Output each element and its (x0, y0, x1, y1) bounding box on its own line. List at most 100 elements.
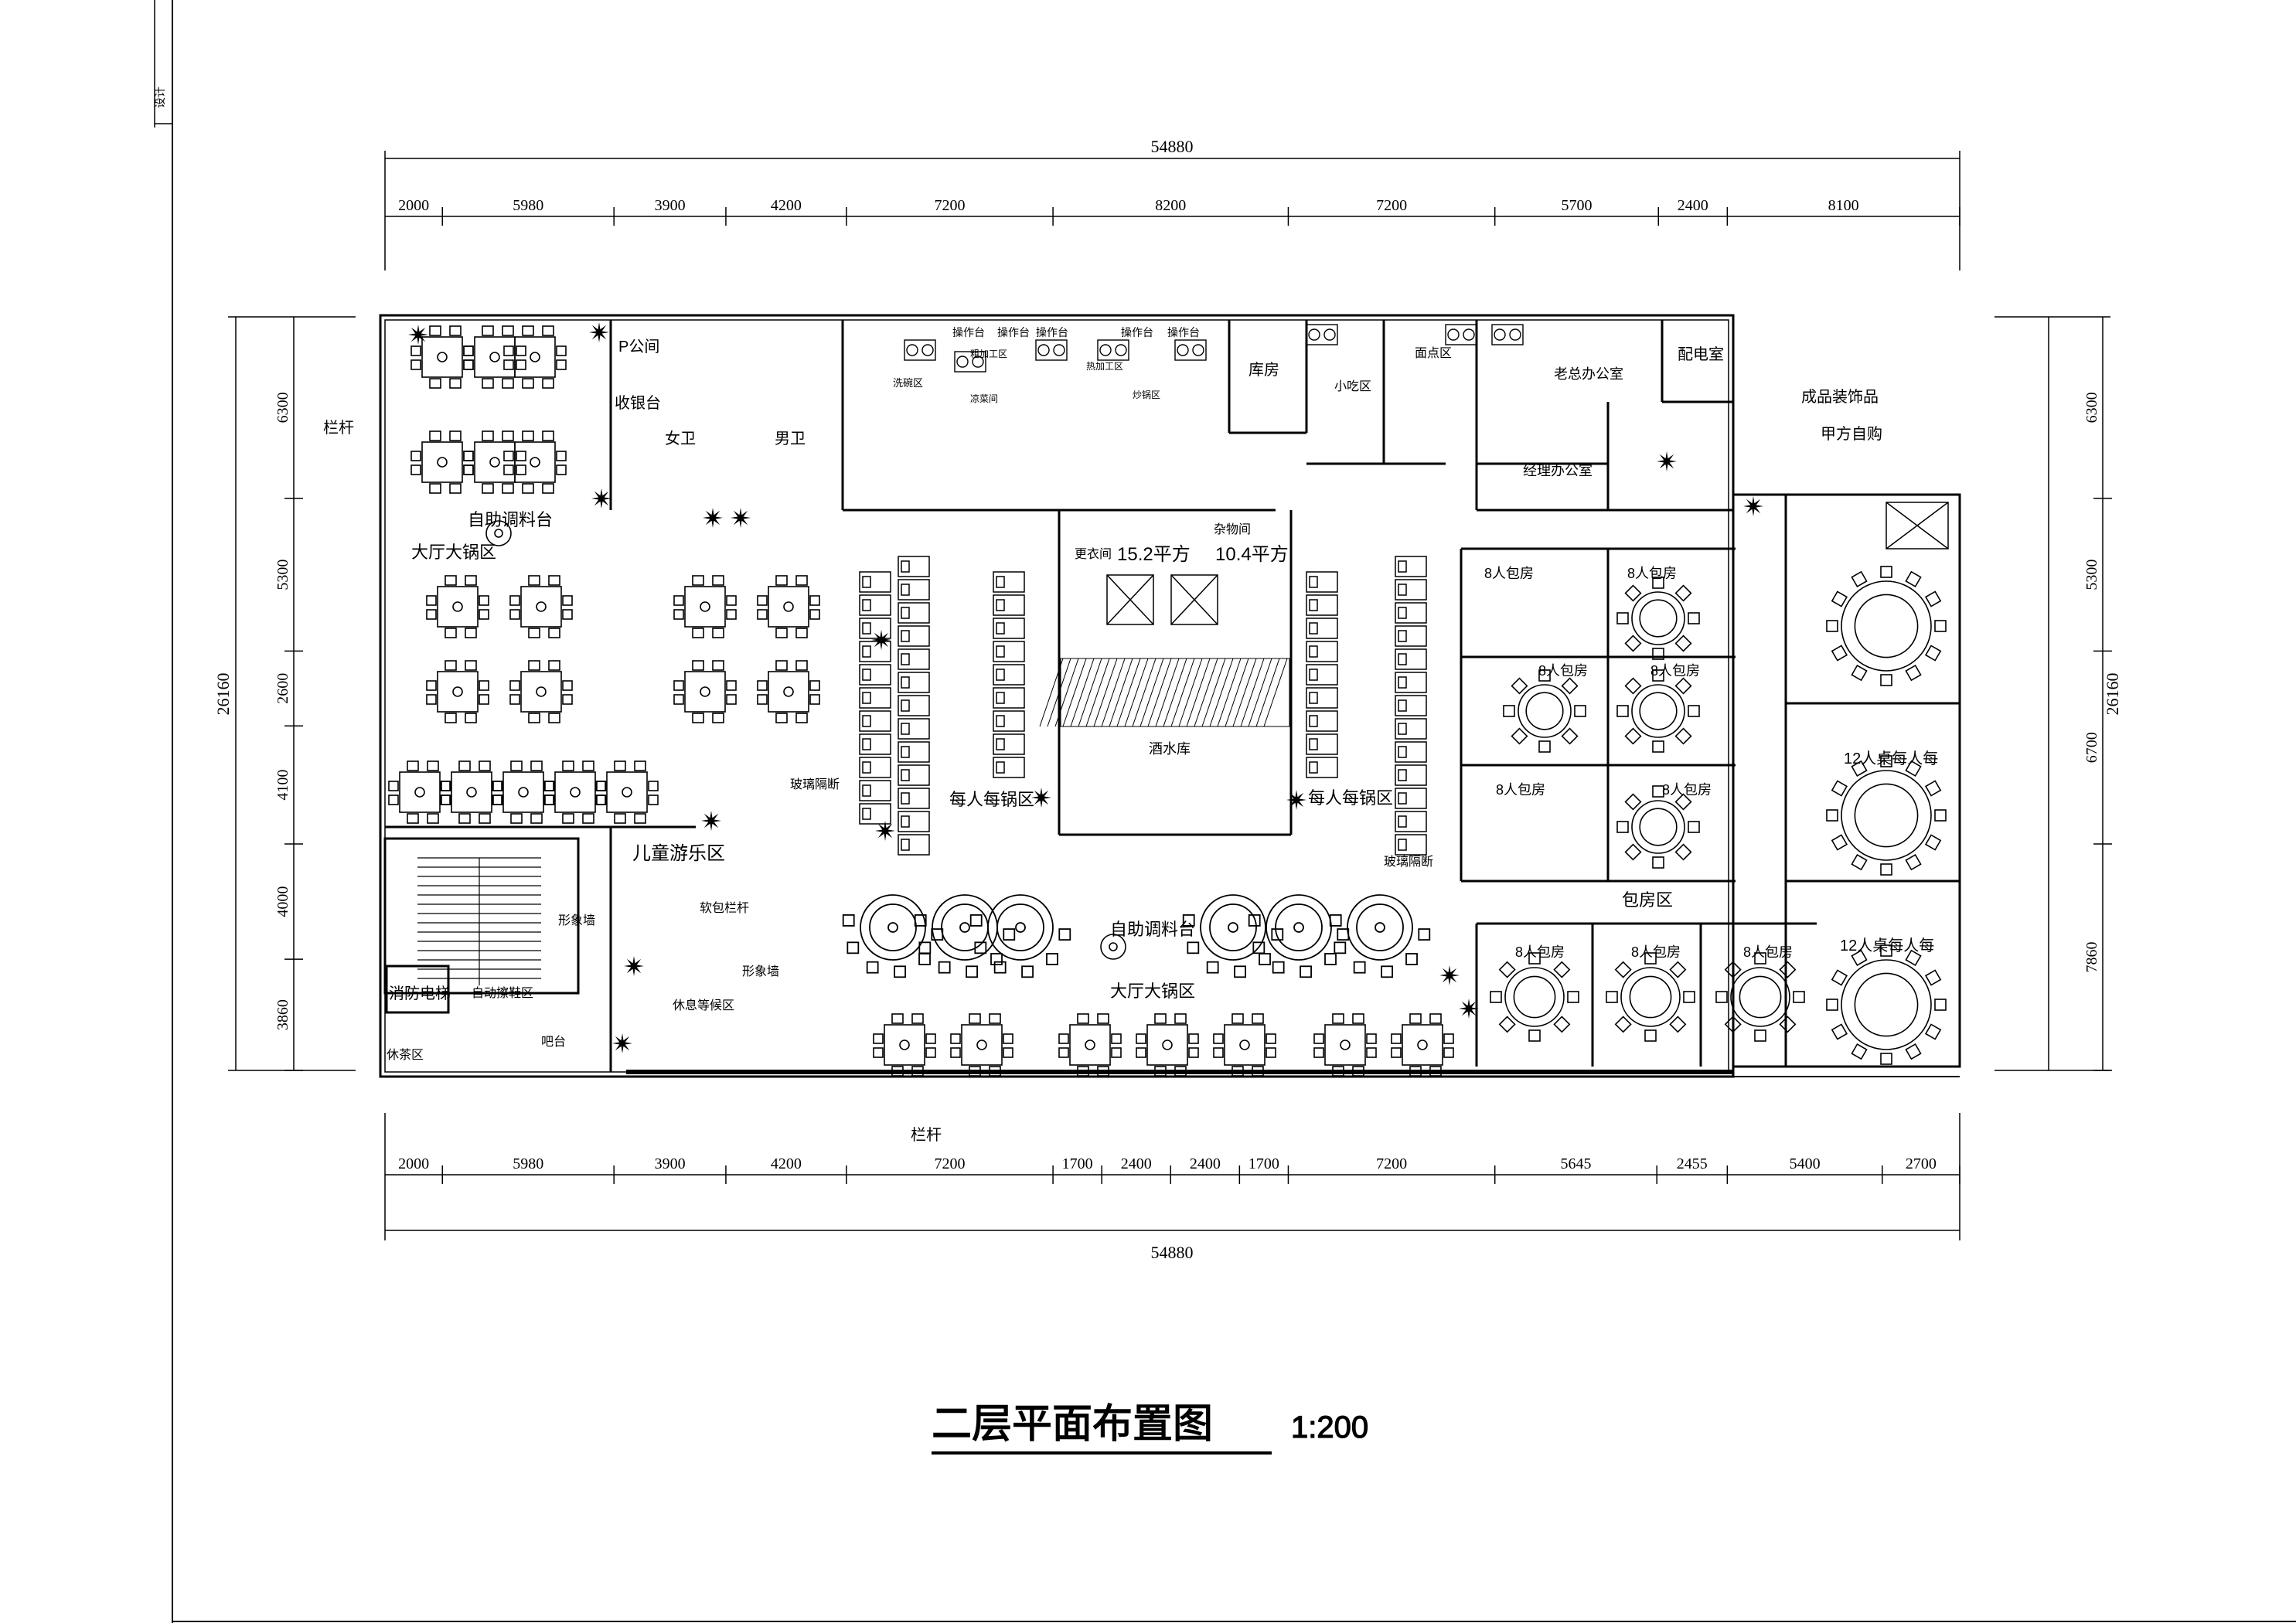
kitchen-equipment (1035, 339, 1068, 361)
four-seat-table (410, 325, 474, 389)
dimension-label: 5980 (513, 197, 543, 214)
dimension-label: 4200 (771, 1155, 802, 1172)
label-kitchen-counter-1: 操作台 (952, 326, 985, 339)
four-seat-table (463, 325, 526, 389)
dimension-label: 7200 (934, 1155, 965, 1172)
plant-icon (703, 508, 723, 528)
plant-icon (591, 488, 611, 509)
bottom-dimension-chain (384, 1113, 1960, 1240)
round-table (1616, 669, 1700, 753)
four-seat-table (509, 575, 573, 638)
label-hot-kitchen: 热加工区 (1086, 361, 1123, 372)
four-seat-table (1313, 1013, 1377, 1077)
four-seat-table (426, 575, 489, 638)
label-private-8-i: 8人包房 (1743, 944, 1793, 960)
label-prep-area: 粗加工区 (970, 349, 1007, 359)
label-private-8-e: 8人包房 (1496, 782, 1545, 798)
dimension-label: 6300 (2083, 392, 2100, 423)
four-seat-table (1391, 1013, 1454, 1077)
label-hall-hotpot-west: 大厅大锅区 (411, 543, 496, 562)
label-private-8-h: 8人包房 (1631, 944, 1681, 960)
dimension-label: 2600 (274, 673, 291, 704)
plant-icon (1286, 790, 1306, 810)
four-seat-table (440, 760, 503, 824)
dimension-label: 5645 (1560, 1155, 1591, 1172)
label-kitchen-counter-5: 操作台 (1167, 326, 1200, 339)
dimension-label: 8200 (1155, 197, 1186, 214)
bottom-total-dimension: 54880 (1151, 1243, 1194, 1262)
building-outline (379, 314, 1961, 1078)
round-table (1826, 755, 1947, 876)
label-private-12-b: 12人桌每人每 (1840, 937, 1934, 954)
dimension-label: 7200 (934, 197, 965, 214)
plant-icon (612, 1033, 632, 1053)
four-seat-table (595, 760, 659, 824)
corner-note: 设计 (154, 87, 166, 108)
curved-hotpot-counter (1329, 894, 1431, 978)
label-cooking-area: 炒锅区 (1133, 389, 1160, 400)
plant-icon (589, 322, 609, 342)
four-seat-table (1136, 1013, 1199, 1077)
label-private-area: 包房区 (1622, 890, 1673, 910)
four-seat-table (673, 660, 737, 723)
label-fire-elevator: 消防电梯 (389, 985, 451, 1002)
plant-icon (875, 821, 895, 841)
label-pastry-area: 面点区 (1415, 346, 1452, 360)
top-dimension-chain (384, 151, 1960, 270)
label-private-8-f: 8人包房 (1662, 782, 1712, 798)
kitchen-equipment (954, 351, 986, 373)
dimension-label: 5300 (2083, 560, 2100, 590)
label-kids-area: 儿童游乐区 (632, 843, 725, 864)
round-table (1490, 952, 1579, 1042)
dimension-label: 1700 (1062, 1155, 1093, 1172)
dimension-label: 6300 (274, 392, 291, 423)
kitchen-equipment (1306, 324, 1338, 345)
booth-seating (1395, 556, 1427, 856)
curved-hotpot-counter (1248, 894, 1350, 978)
label-sundries-room: 杂物间 (1214, 522, 1251, 536)
four-seat-table (1213, 1013, 1276, 1077)
kitchen-equipment (1445, 324, 1477, 345)
label-self-sauce-south: 自助调料台 (1110, 920, 1195, 939)
booth-seating (993, 571, 1025, 778)
label-manager-office: 经理办公室 (1523, 463, 1593, 478)
right-dimension-chain (1995, 316, 2110, 1071)
round-table (1503, 669, 1586, 753)
four-seat-table (492, 760, 555, 824)
plant-icon (701, 811, 721, 831)
dimension-label: 3900 (655, 197, 686, 214)
label-glass-partition-west: 玻璃隔断 (790, 777, 840, 791)
label-glass-partition-east: 玻璃隔断 (1384, 855, 1433, 869)
curved-hotpot-counter (1182, 894, 1284, 978)
label-private-12-a: 12人桌每人每 (1844, 750, 1938, 767)
dimension-label: 3900 (655, 1155, 686, 1172)
curved-hotpot-counter (969, 894, 1071, 978)
label-soft-rail: 软包栏杆 (700, 901, 749, 915)
label-per-pot-east: 每人每锅区 (1308, 788, 1393, 808)
label-area-15-2: 15.2平方 (1117, 544, 1191, 565)
plant-icon (1031, 788, 1051, 808)
dimension-label: 4100 (274, 770, 291, 801)
booth-seating (859, 571, 891, 825)
kitchen-equipment (904, 339, 936, 361)
round-table (1715, 952, 1805, 1042)
label-decor-note: 成品装饰品 (1801, 388, 1879, 406)
dimension-label: 7860 (2083, 942, 2100, 973)
four-seat-table (873, 1013, 936, 1077)
plant-icon (731, 508, 751, 528)
label-power-room: 配电室 (1678, 345, 1724, 363)
wine-storage-hatch (1039, 658, 1290, 727)
four-seat-table (543, 760, 607, 824)
booth-seating (898, 556, 930, 856)
label-shoe-area: 自动擦鞋区 (472, 986, 533, 1000)
dimension-label: 2000 (398, 197, 429, 214)
label-male-wc: 男卫 (775, 430, 806, 447)
dimension-label: 4200 (771, 197, 802, 214)
label-decor-note-2: 甲方自购 (1821, 425, 1882, 443)
dimension-label: 2700 (1906, 1155, 1937, 1172)
top-total-dimension: 54880 (1151, 137, 1194, 156)
four-seat-table (757, 575, 820, 638)
booth-seating (1306, 571, 1338, 778)
label-area-10-4: 10.4平方 (1215, 544, 1289, 565)
